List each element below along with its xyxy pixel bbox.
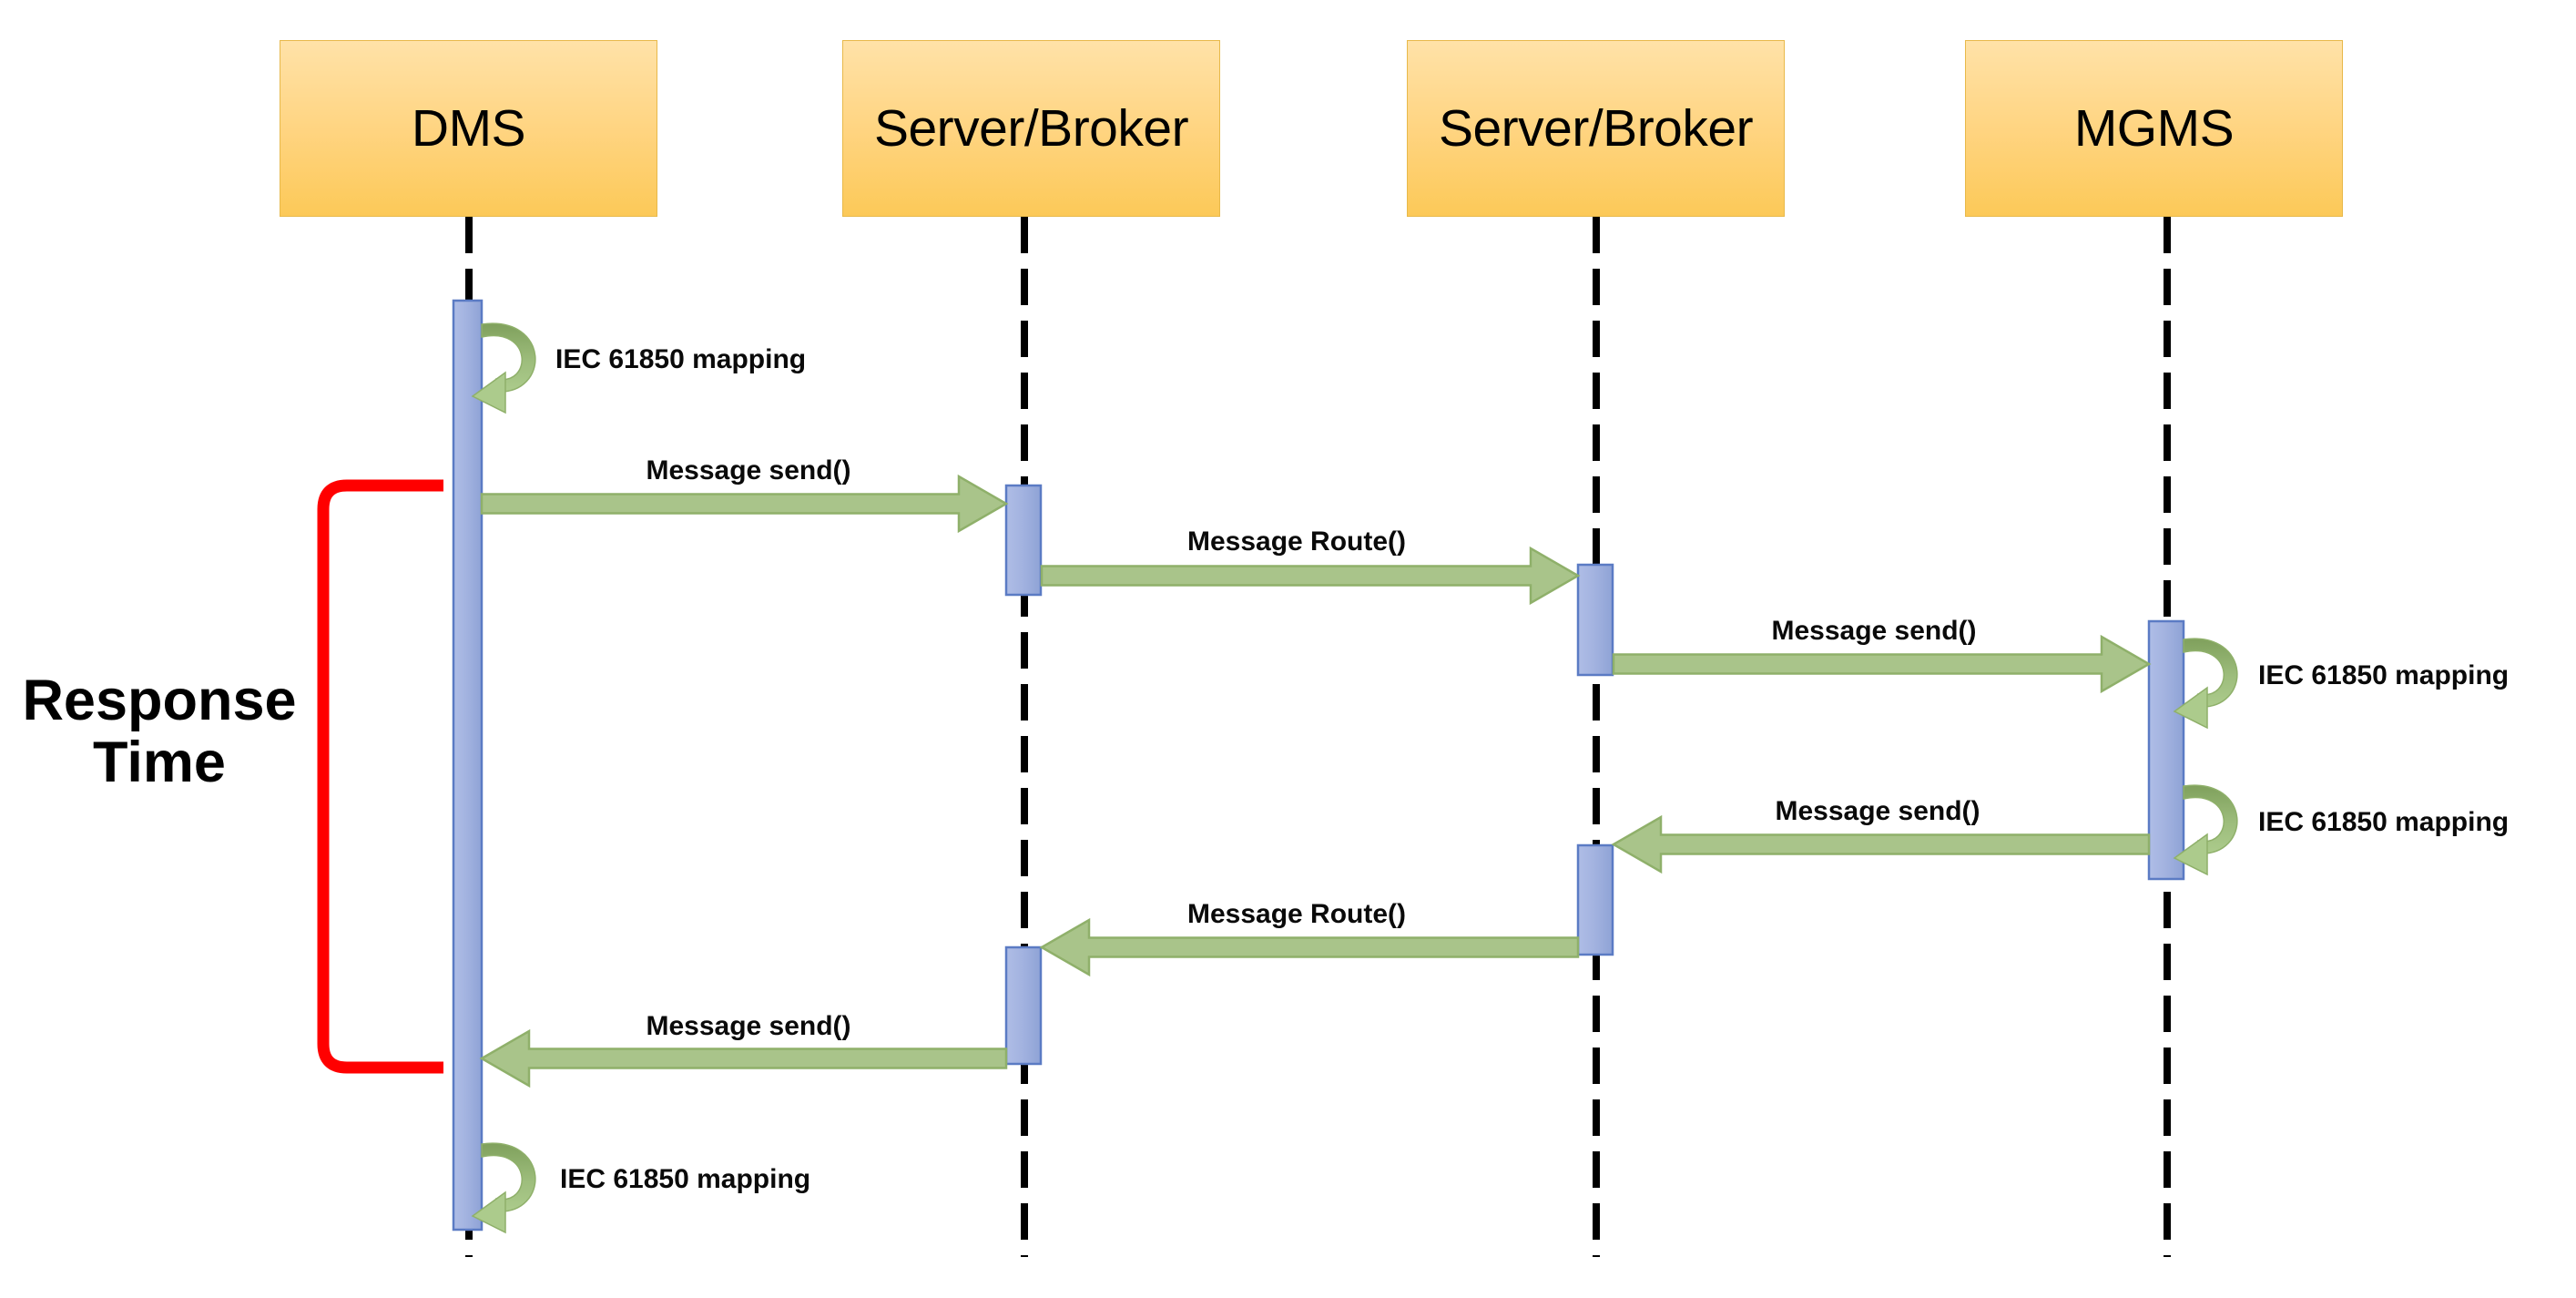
response-time-label: Response Time (22, 669, 297, 795)
message-label-m4: Message send() (1775, 796, 1980, 826)
message-arrow-m5 (1039, 917, 1580, 977)
activation-bar-mgms (2147, 619, 2185, 881)
participant-box-broker1[interactable]: Server/Broker (842, 40, 1220, 217)
message-arrow-m6 (479, 1028, 1008, 1088)
message-arrows-group (479, 474, 2152, 1088)
self-loop-arrowhead-s2 (2173, 686, 2208, 730)
participant-label-line: DMS (411, 98, 526, 158)
message-arrow-m2 (1040, 546, 1581, 606)
self-message-label-s3: IEC 61850 mapping (2258, 807, 2510, 837)
message-label-m3: Message send() (1771, 616, 1977, 646)
message-label-m1: Message send() (646, 455, 851, 485)
message-arrow-m1 (480, 474, 1009, 534)
participant-label-line: Server/ (873, 98, 1039, 158)
activation-bars-group (452, 299, 2185, 1232)
self-message-loops-group (471, 322, 2238, 1234)
activation-bar-broker1 (1004, 484, 1043, 597)
participant-box-mgms[interactable]: MGMS (1965, 40, 2343, 217)
participant-label-line: Server/ (1438, 98, 1604, 158)
self-loop-arrowhead-s4 (471, 1191, 506, 1234)
message-label-m5: Message Route() (1186, 899, 1407, 929)
participant-box-dms[interactable]: DMS (280, 40, 657, 217)
self-loop-ribbon-s1 (481, 322, 536, 393)
participant-label-line: Broker (1038, 98, 1189, 158)
self-loop-arrowhead-s1 (471, 371, 506, 414)
participant-box-broker2[interactable]: Server/Broker (1407, 40, 1785, 217)
self-message-label-s2: IEC 61850 mapping (2258, 660, 2510, 690)
self-loop-ribbon-s2 (2183, 638, 2238, 708)
response-time-bracket-group (317, 479, 443, 1074)
self-message-label-s1: IEC 61850 mapping (555, 344, 807, 374)
message-label-m2: Message Route() (1186, 526, 1407, 557)
self-message-label-s4: IEC 61850 mapping (560, 1164, 811, 1194)
activation-bar-broker1 (1004, 945, 1043, 1066)
activation-bar-broker2 (1576, 843, 1614, 956)
participant-label-line: Broker (1603, 98, 1754, 158)
message-arrow-m3 (1612, 634, 2152, 694)
self-loop-arrowhead-s3 (2173, 833, 2208, 876)
response-time-bracket (317, 479, 443, 1074)
self-loop-ribbon-s4 (481, 1142, 536, 1212)
self-loop-ribbon-s3 (2183, 784, 2238, 854)
participant-label-line: MGMS (2073, 98, 2235, 158)
message-label-m6: Message send() (646, 1011, 851, 1041)
message-arrow-m4 (1611, 814, 2151, 874)
activation-bar-dms (452, 299, 484, 1232)
activation-bar-broker2 (1576, 563, 1614, 677)
